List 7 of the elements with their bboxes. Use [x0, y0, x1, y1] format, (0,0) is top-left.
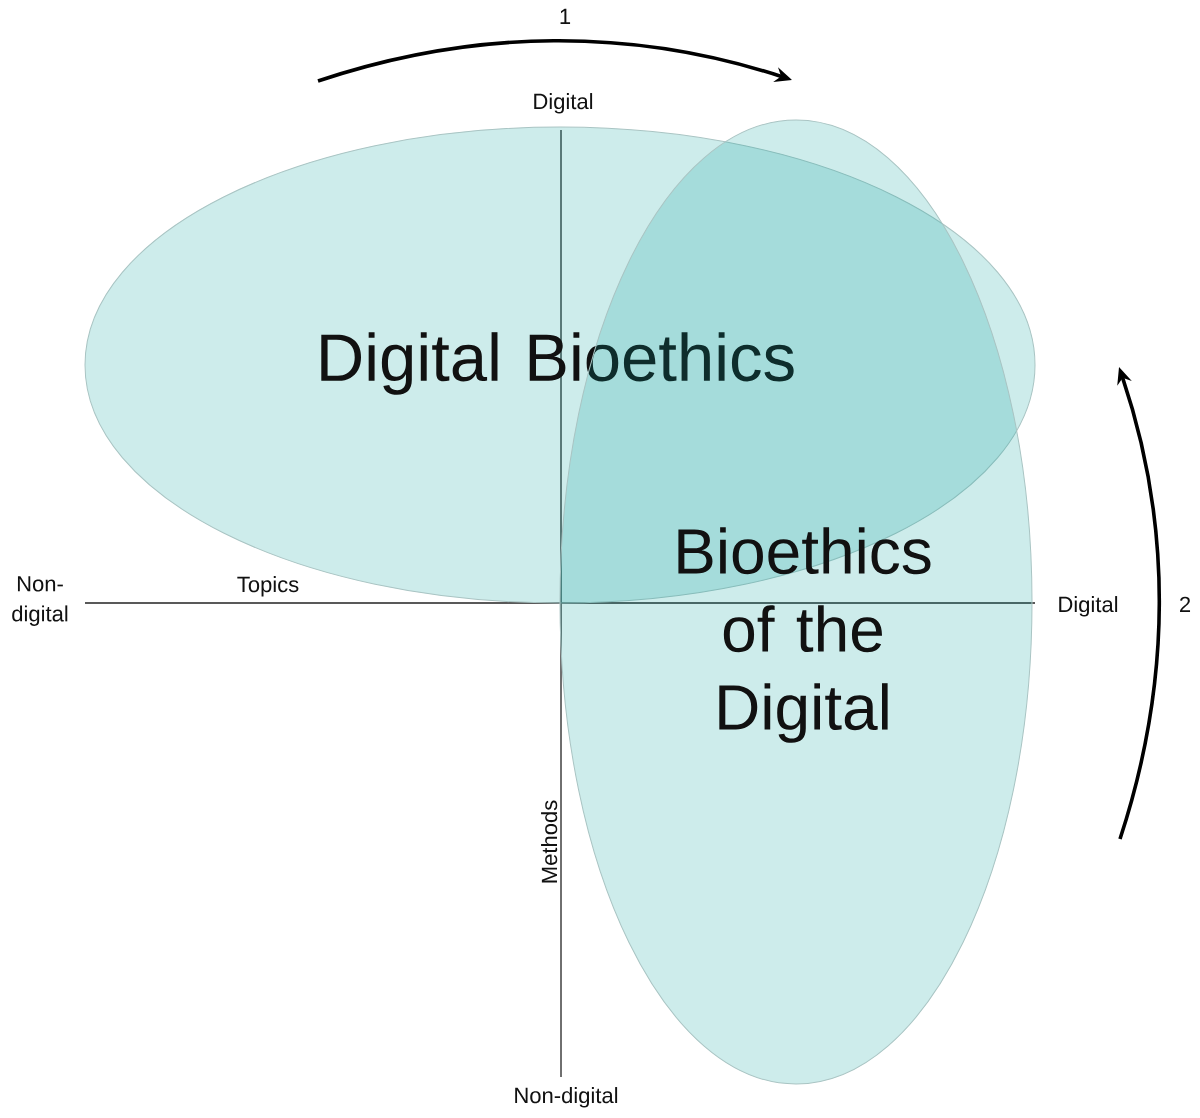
axis-label: Digital: [534, 93, 593, 114]
axis-label: Non-digital: [12, 576, 68, 626]
axis-title: Topics: [237, 576, 299, 597]
axis-label: Digital: [1059, 596, 1118, 617]
step-number: 1: [560, 8, 571, 24]
step-number: 2: [1180, 596, 1190, 612]
axis-label: Non-digital: [515, 1087, 618, 1108]
